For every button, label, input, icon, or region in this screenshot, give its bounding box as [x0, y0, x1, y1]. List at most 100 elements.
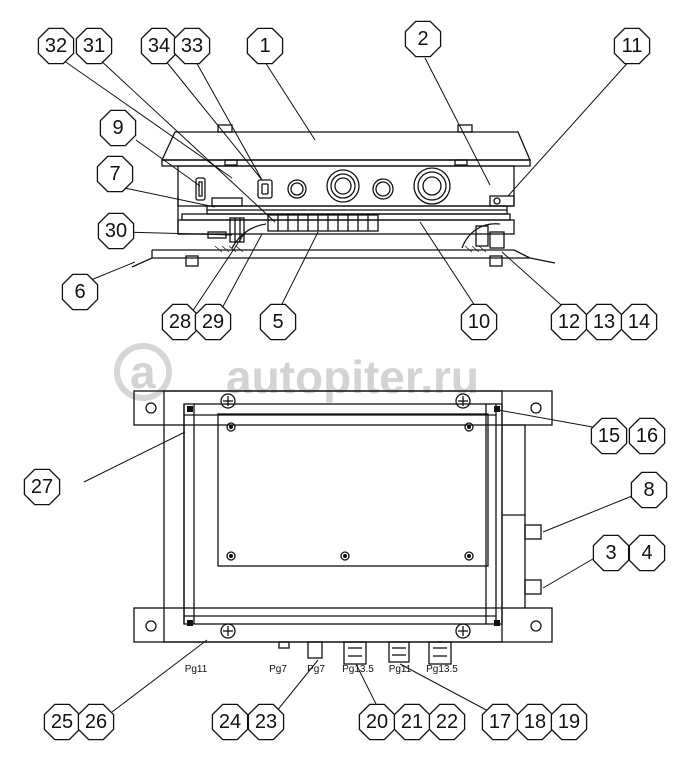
callout-octagon — [43, 703, 81, 741]
callout-octagon — [77, 703, 115, 741]
callout-16: 16 — [628, 417, 666, 455]
side-gland-lower — [524, 579, 542, 595]
gland-label: Pg7 — [269, 664, 287, 675]
callout-number: 5 — [272, 311, 283, 333]
mounting-base-6 — [131, 257, 556, 268]
callout-10: 10 — [460, 303, 498, 341]
callout-number: 4 — [641, 542, 652, 564]
watermark: a autopiter.ru — [114, 343, 479, 403]
callout-17: 17 — [481, 703, 519, 741]
callout-octagon — [247, 703, 285, 741]
callout-number: 34 — [148, 35, 170, 57]
callout-number: 8 — [643, 479, 654, 501]
screw-11 — [489, 195, 515, 207]
gland-label: Pg13.5 — [426, 664, 458, 675]
callout-2: 2 — [404, 20, 442, 58]
callout-octagon — [393, 703, 431, 741]
gland-label: Pg11 — [185, 664, 208, 675]
callout-7: 7 — [96, 155, 134, 193]
switch-9 — [195, 177, 206, 201]
callout-octagon — [585, 303, 623, 341]
callout-number: 13 — [593, 311, 615, 333]
terminal-block — [267, 214, 379, 232]
callout-octagon — [628, 534, 666, 572]
callout-octagon — [140, 27, 178, 65]
callout-number: 2 — [417, 28, 428, 50]
gland-pg11 — [388, 641, 410, 663]
callout-19: 19 — [550, 703, 588, 741]
callout-octagon — [211, 703, 249, 741]
callout-number: 18 — [524, 711, 546, 733]
callout-4: 4 — [628, 534, 666, 572]
callout-number: 9 — [112, 117, 123, 139]
enclosure-body — [163, 390, 503, 643]
callout-octagon — [61, 273, 99, 311]
gland-pg7 — [307, 641, 323, 659]
callout-number: 15 — [598, 425, 620, 447]
lid-hinge-right — [457, 124, 473, 133]
lid-hinge-left — [217, 124, 233, 133]
callout-34: 34 — [140, 27, 178, 65]
callout-29: 29 — [194, 303, 232, 341]
callout-27: 27 — [23, 468, 61, 506]
callout-octagon — [23, 468, 61, 506]
callout-octagon — [516, 703, 554, 741]
callout-octagon — [97, 212, 135, 250]
callout-9: 9 — [99, 109, 137, 147]
fastener-12 — [489, 231, 505, 249]
callout-number: 14 — [628, 311, 650, 333]
callout-number: 33 — [181, 35, 203, 57]
callout-number: 7 — [109, 163, 120, 185]
front-elevation-view — [133, 390, 553, 665]
callout-13: 13 — [585, 303, 623, 341]
callout-5: 5 — [259, 303, 297, 341]
callout-number: 21 — [401, 711, 423, 733]
callout-number: 22 — [436, 711, 458, 733]
callout-octagon — [620, 303, 658, 341]
callout-number: 19 — [558, 711, 580, 733]
callout-octagon — [428, 703, 466, 741]
callout-octagon — [194, 303, 232, 341]
callout-3: 3 — [592, 534, 630, 572]
callout-octagon — [75, 27, 113, 65]
gland-label: Pg7 — [307, 664, 325, 675]
callout-number: 17 — [489, 711, 511, 733]
callout-number: 29 — [202, 311, 224, 333]
callout-18: 18 — [516, 703, 554, 741]
callout-octagon — [592, 534, 630, 572]
callout-octagon — [628, 417, 666, 455]
callout-number: 10 — [468, 311, 490, 333]
callout-23: 23 — [247, 703, 285, 741]
callout-33: 33 — [173, 27, 211, 65]
callout-number: 23 — [255, 711, 277, 733]
callout-number: 1 — [259, 35, 270, 57]
callout-octagon — [460, 303, 498, 341]
callout-number: 6 — [74, 281, 85, 303]
cover-plate — [217, 413, 489, 567]
callout-32: 32 — [37, 27, 75, 65]
callout-octagon — [590, 417, 628, 455]
callout-number: 27 — [31, 476, 53, 498]
gland-small — [257, 179, 273, 199]
callout-28: 28 — [161, 303, 199, 341]
callout-number: 28 — [169, 311, 191, 333]
callout-octagon — [37, 27, 75, 65]
callout-number: 24 — [219, 711, 241, 733]
callout-octagon — [550, 703, 588, 741]
gland-pg13-5-a — [343, 641, 367, 665]
gland-label: Pg11 — [389, 664, 412, 675]
callout-24: 24 — [211, 703, 249, 741]
mounting-flange-bottom — [133, 607, 553, 643]
callout-15: 15 — [590, 417, 628, 455]
housing-body — [177, 165, 515, 207]
callout-26: 26 — [77, 703, 115, 741]
callout-number: 26 — [85, 711, 107, 733]
callout-octagon — [259, 303, 297, 341]
callout-octagon — [96, 155, 134, 193]
callout-number: 3 — [605, 542, 616, 564]
callout-21: 21 — [393, 703, 431, 741]
callout-octagon — [550, 303, 588, 341]
